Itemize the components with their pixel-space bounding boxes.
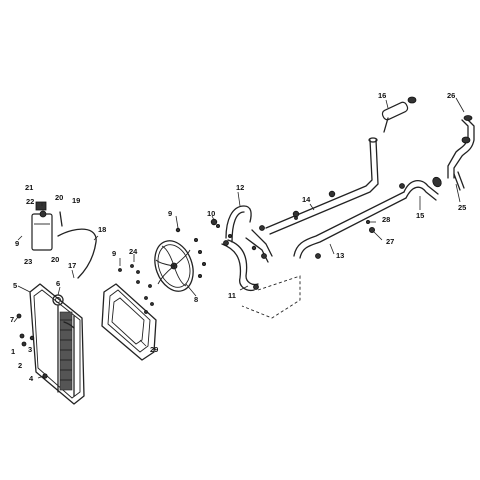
leader-lines xyxy=(13,97,465,379)
callout-15: 15 xyxy=(416,211,424,220)
callout-5: 5 xyxy=(13,281,17,290)
routing-guide xyxy=(241,275,301,319)
callout-labels: 1 2 3 4 5 6 7 8 9 9 9 10 11 12 13 14 15 … xyxy=(10,91,466,383)
callout-6: 6 xyxy=(56,279,60,288)
callout-16: 16 xyxy=(378,91,386,100)
callout-12: 12 xyxy=(236,183,244,192)
reservoir-hose xyxy=(59,211,63,227)
callout-1: 1 xyxy=(11,347,15,356)
heater-hose-15 xyxy=(403,176,442,201)
callout-11: 11 xyxy=(228,291,236,300)
callout-8: 8 xyxy=(194,295,198,304)
callout-24: 24 xyxy=(129,247,138,256)
upper-radiator-hose xyxy=(225,205,273,263)
radiator xyxy=(29,283,85,405)
callout-13: 13 xyxy=(336,251,344,260)
callout-22: 22 xyxy=(26,197,34,206)
coolant-reservoir xyxy=(31,201,53,251)
callout-28: 28 xyxy=(382,215,390,224)
callout-18: 18 xyxy=(98,225,106,234)
heater-hose-16 xyxy=(381,96,417,133)
callout-9a: 9 xyxy=(15,239,19,248)
shroud-hardware xyxy=(118,264,154,314)
callout-9b: 9 xyxy=(112,249,116,258)
callout-29: 29 xyxy=(150,345,158,354)
lower-radiator-hose xyxy=(221,239,259,292)
callout-9c: 9 xyxy=(168,209,172,218)
heater-hose-lower xyxy=(293,191,407,259)
fan-hardware xyxy=(175,227,206,278)
callout-23: 23 xyxy=(24,257,32,266)
overflow-hose xyxy=(57,228,97,279)
bypass-hose xyxy=(447,115,475,191)
callout-2: 2 xyxy=(18,361,22,370)
heater-hose-upper xyxy=(265,137,379,235)
callout-7: 7 xyxy=(10,315,14,324)
callout-20b: 20 xyxy=(51,255,59,264)
fan-shroud xyxy=(101,283,157,361)
callout-14: 14 xyxy=(302,195,311,204)
callout-20a: 20 xyxy=(55,193,63,202)
radiator-core-fins xyxy=(59,311,73,391)
callout-19: 19 xyxy=(72,196,80,205)
callout-26: 26 xyxy=(447,91,455,100)
callout-27: 27 xyxy=(386,237,394,246)
callout-10: 10 xyxy=(207,209,215,218)
callout-25: 25 xyxy=(458,203,466,212)
callout-21: 21 xyxy=(25,183,33,192)
hose-clamps xyxy=(210,183,405,259)
callout-3: 3 xyxy=(28,345,32,354)
callout-4: 4 xyxy=(29,374,34,383)
cooling-fan xyxy=(154,240,197,297)
callout-17: 17 xyxy=(68,261,76,270)
